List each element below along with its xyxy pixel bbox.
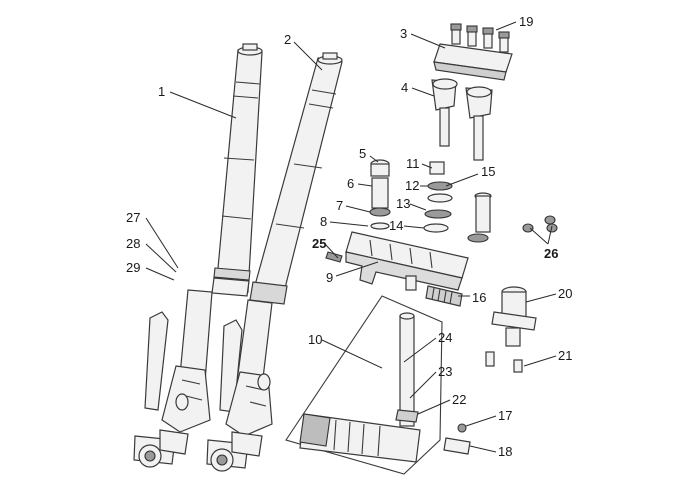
callout-4: 4 — [401, 80, 408, 95]
spring — [425, 285, 463, 307]
callout-14: 14 — [389, 218, 403, 233]
callout-labels: 1 2 3 4 5 6 7 8 9 10 11 12 13 14 15 16 1… — [126, 14, 572, 459]
steering-damper-assembly — [285, 295, 443, 475]
callout-11: 11 — [406, 156, 420, 171]
callout-10: 10 — [308, 332, 322, 347]
callout-6: 6 — [347, 176, 354, 191]
fork-leg-right — [206, 52, 343, 472]
fork-leg-left — [133, 43, 263, 468]
callout-21: 21 — [558, 348, 572, 363]
callout-2: 2 — [284, 32, 291, 47]
steering-sensor — [485, 286, 537, 373]
steering-stem-parts — [369, 159, 492, 243]
leader-lines — [145, 21, 557, 453]
callout-28: 28 — [126, 236, 140, 251]
small-hardware — [443, 215, 558, 455]
callout-26: 26 — [544, 246, 558, 261]
callout-23: 23 — [438, 364, 452, 379]
callout-13: 13 — [396, 196, 410, 211]
callout-12: 12 — [405, 178, 419, 193]
callout-16: 16 — [472, 290, 486, 305]
callout-19: 19 — [519, 14, 533, 29]
callout-5: 5 — [359, 146, 366, 161]
callout-27: 27 — [126, 210, 140, 225]
callout-8: 8 — [320, 214, 327, 229]
handlebar-risers — [431, 78, 493, 161]
callout-25: 25 — [312, 236, 326, 251]
callout-15: 15 — [481, 164, 495, 179]
callout-20: 20 — [558, 286, 572, 301]
callout-29: 29 — [126, 260, 140, 275]
triple-clamp — [325, 231, 469, 291]
callout-9: 9 — [326, 270, 333, 285]
callout-1: 1 — [158, 84, 165, 99]
callout-3: 3 — [400, 26, 407, 41]
top-clamp-assembly — [433, 23, 513, 81]
callout-7: 7 — [336, 198, 343, 213]
callout-24: 24 — [438, 330, 452, 345]
callout-22: 22 — [452, 392, 466, 407]
callout-17: 17 — [498, 408, 512, 423]
callout-18: 18 — [498, 444, 512, 459]
